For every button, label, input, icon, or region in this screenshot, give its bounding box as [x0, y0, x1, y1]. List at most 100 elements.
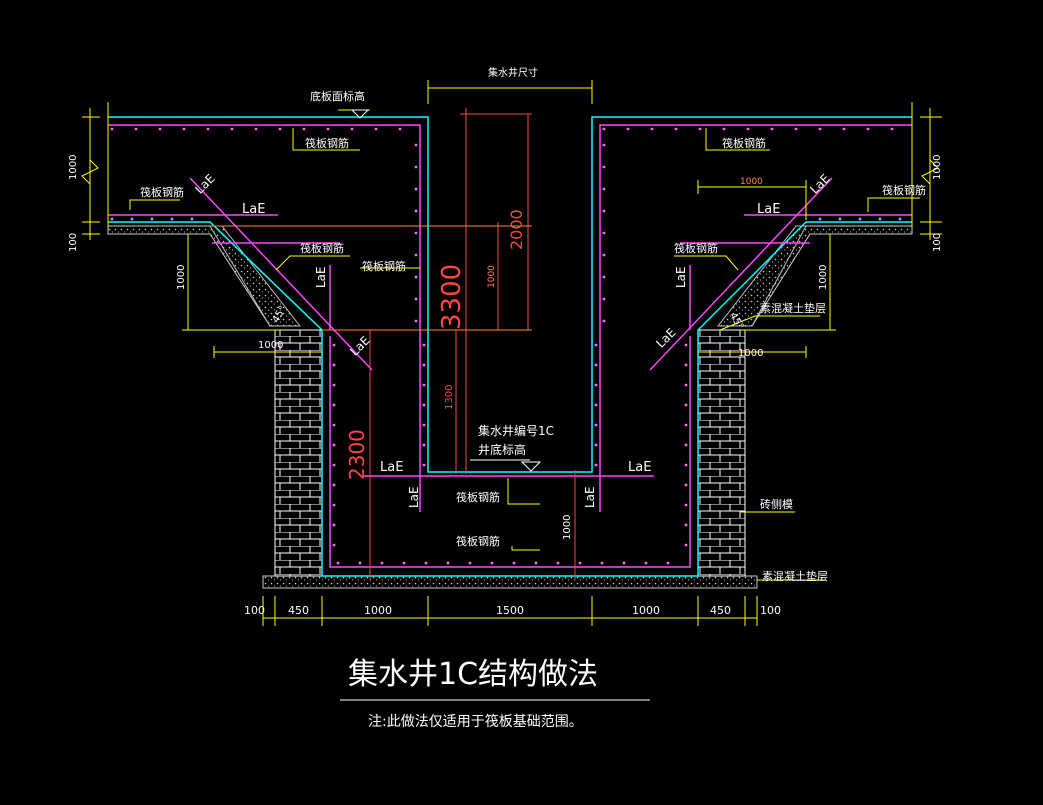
concrete-outline — [108, 116, 912, 577]
rebar-dot — [684, 383, 688, 387]
bottom-dim-3: 1500 — [496, 604, 524, 617]
rebar-dot — [674, 127, 678, 131]
rebar-dot — [534, 561, 538, 565]
rebar-dot — [134, 127, 138, 131]
rebar-dot — [422, 363, 426, 367]
rebar-dot — [684, 423, 688, 427]
rebar-dot — [468, 561, 472, 565]
rebar-dot — [684, 523, 688, 527]
rebar-dot — [130, 217, 134, 221]
concrete-cushion-label-bottom: 素混凝土垫层 — [762, 569, 828, 583]
rebar-dot — [170, 217, 174, 221]
dim-1000-left-horizontal: 1000 — [258, 340, 283, 351]
rebar-dot — [578, 561, 582, 565]
dim-1000-right-top: 1000 — [932, 155, 943, 180]
rebar-dot — [326, 127, 330, 131]
rebar-dot — [414, 253, 418, 257]
rebar-dot — [684, 503, 688, 507]
rebar-dot — [898, 217, 902, 221]
dim-1000-left-top: 1000 — [68, 155, 79, 180]
bottom-dim-4: 1000 — [632, 604, 660, 617]
rebar-dot — [594, 363, 598, 367]
brick-side-forms — [274, 329, 746, 577]
raft-rebar-label-top-left: 筏板钢筋 — [305, 136, 349, 150]
rebar-dot — [600, 561, 604, 565]
raft-rebar-label-bottom-2: 筏板钢筋 — [456, 534, 500, 548]
rebar-dot — [402, 561, 406, 565]
rebar-lines — [108, 124, 912, 568]
rebar-dot — [602, 165, 606, 169]
rebar-dot — [818, 127, 822, 131]
drawing-title: 集水井1C结构做法 — [348, 657, 598, 692]
lae-label-9: LaE — [314, 266, 328, 288]
rebar-dot — [414, 275, 418, 279]
rebar-dot — [794, 127, 798, 131]
concrete-cushion-layers — [107, 225, 913, 589]
dim-2300: 2300 — [345, 429, 369, 480]
lae-label-7: LaE — [347, 333, 372, 358]
rebar-dot — [358, 561, 362, 565]
dim-1000-right-slope: 1000 — [818, 265, 829, 290]
pit-bottom-level-label: 井底标高 — [478, 442, 526, 457]
rebar-dot — [594, 403, 598, 407]
rebar-dot — [446, 561, 450, 565]
rebar-dot — [150, 217, 154, 221]
rebar-dot — [684, 543, 688, 547]
rebar-dot — [684, 443, 688, 447]
rebar-dot — [818, 217, 822, 221]
lae-label-8: LaE — [653, 325, 678, 350]
rebar-dot — [414, 165, 418, 169]
dim-1000-left-slope: 1000 — [176, 265, 187, 290]
rebar-dot — [110, 127, 114, 131]
rebar-dot — [158, 127, 162, 131]
rebar-dot — [602, 275, 606, 279]
rebar-dot — [398, 127, 402, 131]
drawing-note: 注:此做法仅适用于筏板基础范围。 — [368, 713, 583, 730]
dim-100-left: 100 — [68, 233, 79, 252]
rebar-dot — [512, 561, 516, 565]
rebar-dot — [422, 423, 426, 427]
rebar-dot — [878, 217, 882, 221]
rebar-dot — [838, 217, 842, 221]
dim-3300: 3300 — [437, 264, 467, 330]
dim-1000-right-horizontal: 1000 — [738, 348, 763, 359]
rebar-dot — [594, 423, 598, 427]
rebar-dot — [332, 503, 336, 507]
drawing-texts: 集水井尺寸 底板面标高 筏板钢筋 筏板钢筋 筏板钢筋 筏板钢筋 筏板钢筋 筏板钢… — [68, 66, 943, 730]
inner-dimensions — [210, 108, 576, 580]
rebar-dot — [770, 127, 774, 131]
rebar-dot — [602, 297, 606, 301]
dim-100-right: 100 — [932, 233, 943, 252]
slab-top-level-label: 底板面标高 — [310, 89, 365, 103]
lae-label-11: LaE — [407, 486, 421, 508]
level-symbols — [350, 109, 542, 472]
rebar-dot — [842, 127, 846, 131]
rebar-dot — [644, 561, 648, 565]
rebar-dot — [602, 319, 606, 323]
rebar-dot — [332, 543, 336, 547]
rebar-dot — [722, 127, 726, 131]
rebar-dot — [422, 383, 426, 387]
rebar-dot — [414, 231, 418, 235]
rebar-dot — [422, 443, 426, 447]
rebar-dot — [380, 561, 384, 565]
rebar-dot — [684, 403, 688, 407]
rebar-dot — [332, 423, 336, 427]
dim-1000-right-top-horizontal: 1000 — [740, 177, 763, 187]
raft-rebar-label-left: 筏板钢筋 — [140, 185, 184, 199]
rebar-dot — [422, 343, 426, 347]
rebar-dot — [332, 343, 336, 347]
rebar-dot — [414, 187, 418, 191]
rebar-dot — [332, 463, 336, 467]
raft-rebar-label-slope-left: 筏板钢筋 — [300, 241, 344, 255]
rebar-dot — [350, 127, 354, 131]
rebar-dot — [684, 483, 688, 487]
dim-2000: 2000 — [507, 209, 526, 250]
rebar-dot — [182, 127, 186, 131]
rebar-dot — [556, 561, 560, 565]
rebar-dot — [414, 319, 418, 323]
pit-number-label: 集水井编号1C — [478, 423, 554, 438]
rebar-dot — [332, 363, 336, 367]
lae-label-1: LaE — [242, 202, 265, 217]
